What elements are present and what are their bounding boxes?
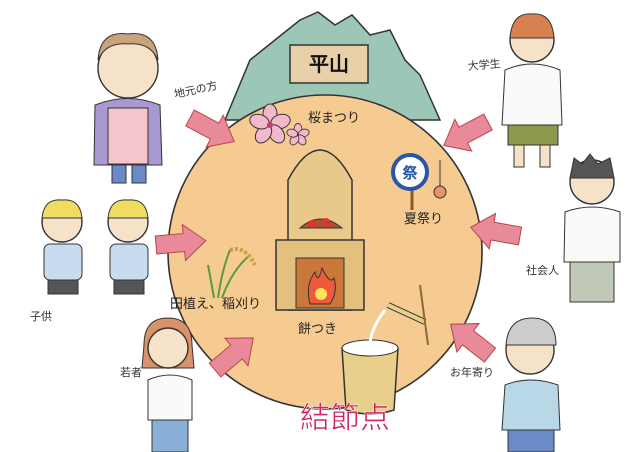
rice-plant-icon <box>207 247 257 299</box>
label-elderly: お年寄り <box>450 365 494 379</box>
sakura-icon <box>249 103 310 146</box>
label-workers: 社会人 <box>526 263 559 277</box>
label-students: 大学生 <box>467 56 501 73</box>
mochi-mortar-icon <box>341 284 429 415</box>
person-student <box>501 13 563 168</box>
fan-character: 祭 <box>401 164 418 182</box>
label-youth: 若者 <box>120 366 142 379</box>
stone-oven-icon <box>275 149 365 311</box>
person-worker <box>563 153 621 303</box>
person-elderly <box>501 317 561 452</box>
event-summer-label: 夏祭り <box>404 212 443 227</box>
person-locals <box>93 33 163 184</box>
person-youth <box>141 317 195 452</box>
mountain-sign: 平山 <box>289 44 369 84</box>
mountain-name: 平山 <box>309 52 349 76</box>
label-children: 子供 <box>30 309 52 323</box>
person-children <box>41 199 149 295</box>
event-sakura-label: 桜まつり <box>308 111 360 126</box>
event-mochi-label: 餅つき <box>298 322 337 337</box>
caption-title: 結節点 <box>300 401 390 436</box>
label-locals: 地元の方 <box>173 78 219 101</box>
festival-fan-icon: 祭 <box>391 153 447 210</box>
event-rice-label: 田植え、稲刈り <box>170 297 261 312</box>
